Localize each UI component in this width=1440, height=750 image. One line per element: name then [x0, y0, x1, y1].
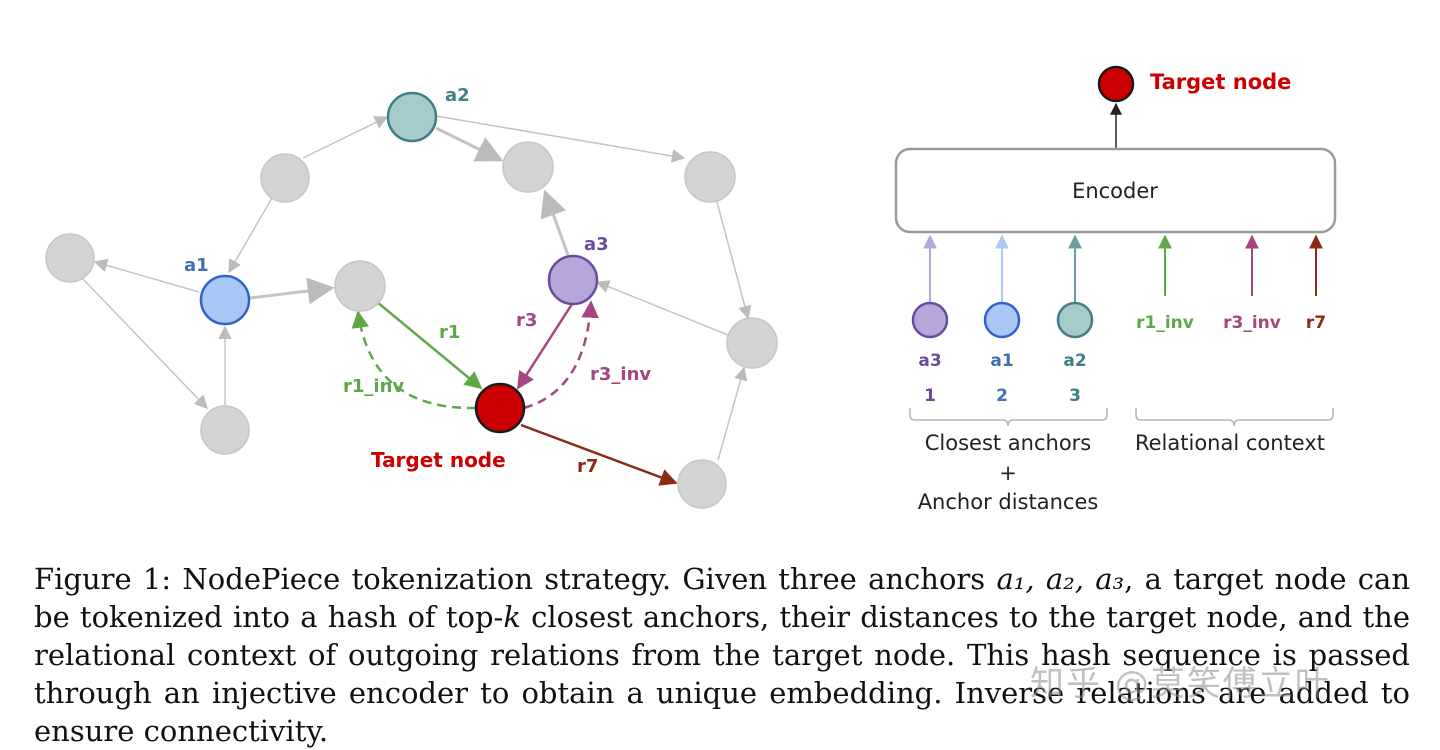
caption-math-k: k [503, 600, 521, 634]
output-target-label: Target node [1150, 70, 1291, 94]
edge-r1-inv [351, 310, 477, 410]
group-label-anchors: Closest anchors [925, 431, 1092, 455]
node-grey [502, 141, 554, 193]
group-label-distances: Anchor distances [918, 490, 1099, 514]
brace-relations [1135, 408, 1334, 427]
token-anchor-name: a2 [1063, 351, 1086, 371]
edge-g8-g7 [717, 366, 748, 461]
label-a1: a1 [184, 255, 209, 276]
node-grey [677, 459, 727, 509]
group-label-relational: Relational context [1135, 431, 1325, 455]
brace-anchors [909, 408, 1108, 427]
token-anchor-a3 [911, 301, 949, 339]
graph-colored-edges [351, 300, 678, 486]
edge-a2-g2 [435, 126, 504, 162]
token-anchor-distance: 3 [1069, 386, 1081, 406]
label-a3: a3 [584, 234, 609, 255]
token-relation-name: r1_inv [1136, 313, 1194, 333]
node-grey [334, 260, 386, 312]
edge-g4-g6 [81, 277, 208, 409]
label-r3-inv: r3_inv [590, 364, 651, 385]
node-grey [45, 233, 95, 283]
node-grey [684, 151, 736, 203]
token-anchor-name: a1 [990, 351, 1013, 371]
label-r1: r1 [439, 322, 460, 343]
edge-a1-g5 [249, 277, 335, 305]
edge-a3-g2 [540, 189, 570, 256]
token-anchor-a1 [983, 301, 1021, 339]
caption-part-1: Figure 1: NodePiece tokenization strateg… [34, 562, 997, 596]
anchor-node-a1 [199, 274, 251, 326]
edge-g3-g7 [716, 201, 752, 320]
graph-labels: a2 a1 a3 r1 r1_inv r3 r3_inv r7 Target n… [184, 85, 651, 477]
token-anchor-distance: 2 [996, 386, 1008, 406]
node-grey [726, 317, 778, 369]
graph-edges [81, 115, 752, 461]
output-target-node [1097, 65, 1135, 103]
encoder-panel: Target node Encoder a3 a1 a2 1 2 3 r1_in… [894, 65, 1337, 514]
label-r1-inv: r1_inv [343, 376, 404, 397]
caption-part-2: , a target node can be tokenized into a … [34, 562, 1410, 634]
edge-g1-a1 [228, 197, 273, 274]
edge-r3 [516, 303, 574, 390]
token-anchor-distance: 1 [924, 386, 936, 406]
node-grey [200, 405, 250, 455]
edge-r3-inv [523, 300, 599, 410]
edge-a2-g3 [435, 115, 686, 163]
figure-caption: Figure 1: NodePiece tokenization strateg… [34, 560, 1410, 750]
token-anchor-a2 [1056, 301, 1094, 339]
edge-r7 [520, 423, 678, 486]
target-node [474, 382, 526, 434]
node-grey [260, 153, 310, 203]
token-relation-name: r3_inv [1223, 313, 1281, 333]
group-label-plus: + [999, 461, 1017, 485]
token-anchor-name: a3 [918, 351, 941, 371]
edge-g7-a3 [595, 280, 729, 336]
anchor-node-a2 [386, 91, 438, 143]
graph-nodes [45, 91, 778, 509]
caption-math-anchors: a₁, a₂, a₃ [996, 562, 1125, 596]
caption-part-3: closest anchors, their distances to the … [34, 600, 1410, 748]
label-target-node: Target node [371, 448, 506, 472]
token-relation-name: r7 [1306, 313, 1326, 333]
edge-r1 [376, 301, 483, 390]
encoder-title: Encoder [1072, 179, 1158, 203]
label-r7: r7 [577, 456, 598, 477]
edge-a1-g4 [93, 258, 200, 293]
label-r3: r3 [516, 310, 537, 331]
label-a2: a2 [445, 85, 470, 106]
anchor-node-a3 [547, 254, 599, 306]
edge-g1-a2 [302, 116, 389, 159]
encoder-box [894, 147, 1337, 234]
watermark: 知乎 @莫笑傅立叶 [1030, 664, 1331, 704]
